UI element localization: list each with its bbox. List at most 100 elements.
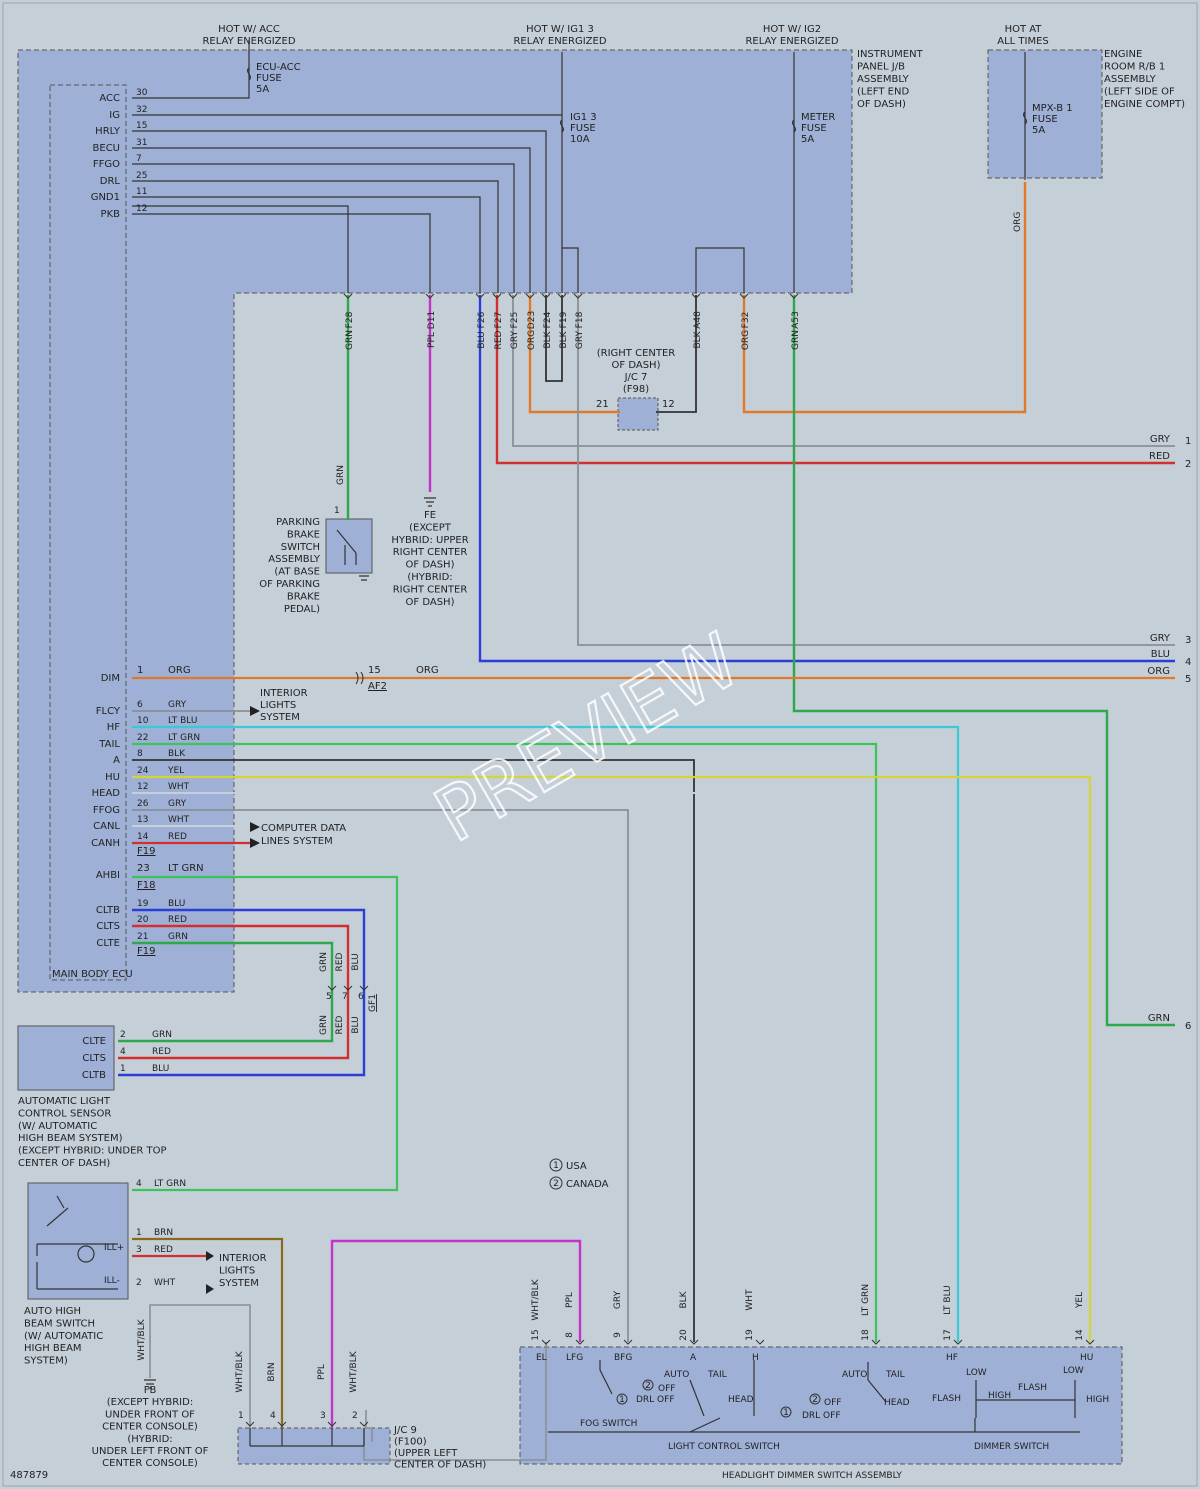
jb-conn-d23-icon: [525, 293, 535, 299]
region-circle-icon: [616, 1393, 628, 1405]
fb-line-6: CENTER CONSOLE): [102, 1458, 198, 1469]
auto-high-beam-switch-box: [27, 1182, 129, 1300]
ahb-interior-2: SYSTEM: [219, 1278, 259, 1289]
ip-jb-line-0: INSTRUMENT: [857, 49, 924, 60]
ahb-pin-num-1: 1: [136, 1228, 142, 1238]
diagram-id: 487879: [10, 1470, 48, 1481]
wire-a48-blk: [656, 295, 697, 413]
af2-connector-icon: [355, 671, 364, 685]
hds-region-num-3: 2: [812, 1395, 818, 1405]
fuse-ecu-acc-amp: 5A: [256, 84, 269, 95]
hds-pin-color-9: GRY: [613, 1290, 623, 1309]
wire-f18-gry: [577, 295, 1175, 646]
jb-conn-color-f24: BLK: [543, 330, 553, 348]
jb-connectors: F28GRND11PPLF26BLUF27REDF25GRYD23ORGF24B…: [343, 293, 801, 350]
hds-pin-name-el: EL: [536, 1353, 547, 1363]
ecu-pin-num-14: 14: [137, 832, 149, 842]
hds-pin-name-lfg: LFG: [566, 1353, 583, 1363]
hds-label-drl-off2: DRL OFF: [802, 1411, 841, 1421]
gf1-color-bot-2: BLU: [351, 1016, 361, 1033]
wire-pkb: [132, 213, 431, 293]
interior-lights-1: INTERIOR: [260, 688, 308, 699]
wire-drl: [132, 180, 499, 293]
legend-text-2: CANADA: [566, 1179, 609, 1190]
ecu-pin-num-12: 12: [136, 204, 147, 214]
hds-pin-num-9: 9: [613, 1332, 623, 1338]
pkb-line-7: PEDAL): [284, 604, 320, 615]
als-pin-color-4: RED: [152, 1047, 171, 1057]
wire-ffog-gry: [132, 809, 629, 1342]
wire-pkb2: [132, 205, 349, 293]
ecu-pin-color-a: BLK: [168, 749, 186, 759]
hds-conn-icon-14: [1085, 1339, 1095, 1345]
gf1-conn-icon-0: [327, 985, 337, 991]
jb-conn-id-f24: F24: [543, 311, 553, 328]
hds-label-auto2: AUTO: [842, 1370, 867, 1380]
region-circle-icon: [642, 1379, 654, 1391]
hds-pin-name-a: A: [690, 1353, 697, 1363]
ahb-line-1: BEAM SWITCH: [24, 1318, 95, 1329]
fuse-labels: ECU-ACC FUSE 5A IG1 3 FUSE 10A METER FUS…: [256, 62, 1073, 145]
fuse-meter-icon: [791, 119, 797, 133]
hds-pin-num-20: 20: [679, 1329, 689, 1341]
hds-pin-name-hu: HU: [1080, 1353, 1093, 1363]
hds-label-flash: FLASH: [932, 1394, 961, 1404]
fuse-mpx-amp: 5A: [1032, 125, 1045, 136]
er-rb-line-3: (LEFT SIDE OF: [1104, 87, 1175, 98]
hds-region-num-1: 2: [645, 1381, 651, 1391]
ahb-interior-0: INTERIOR: [219, 1253, 267, 1264]
right-out-num-2: 2: [1185, 459, 1191, 470]
ecu-pin-ffgo: FFGO: [93, 159, 120, 170]
ecu-pin-num-15: 15: [136, 121, 147, 131]
dim-af-id: AF2: [368, 681, 387, 692]
gf1-pin-7: 7: [342, 992, 348, 1002]
jb-conn-f28-icon: [343, 293, 353, 299]
jb-conn-color-d11: PPL: [427, 332, 437, 348]
ahb-pin-num-3: 3: [136, 1245, 142, 1255]
ahbi-wire-color: LT GRN: [168, 863, 204, 874]
hds-conn-icon-17: [953, 1339, 963, 1345]
jc9-conn-icon-0: [245, 1421, 255, 1427]
gf1-conn-icon-1: [343, 985, 353, 991]
jb-conn-id-d11: D11: [427, 311, 437, 329]
ahbi-conn: F18: [137, 880, 155, 891]
dim-pin-name: DIM: [101, 673, 120, 684]
legend-num-2: 2: [553, 1179, 559, 1189]
ecu-pin-num-31: 31: [136, 138, 147, 148]
label-hot-all2: ALL TIMES: [997, 36, 1049, 47]
parking-brake-switch-box: [325, 518, 373, 574]
ground-symbols: [144, 497, 436, 1389]
fuse-ig13-amp: 10A: [570, 134, 590, 145]
hds-pin-color-15: WHT/BLK: [531, 1278, 541, 1320]
ahb-ill-plus: ILL+: [104, 1243, 124, 1253]
jc9-conn-icon-1: [277, 1421, 287, 1427]
fuse-ecu-acc-name: ECU-ACC: [256, 62, 301, 73]
jb-conn-color-f32: ORG: [741, 330, 751, 350]
jb-conn-color-f27: RED: [494, 330, 504, 349]
arrow-ahb-red-icon: [206, 1251, 214, 1261]
jb-conn-id-f18: F18: [575, 311, 585, 328]
ahb-line-3: HIGH BEAM: [24, 1343, 82, 1354]
ahbi-pin-num: 23: [137, 863, 150, 874]
pkb-pin: 1: [334, 506, 340, 516]
right-out-num-3: 3: [1185, 635, 1191, 646]
jb-conn-id-f19: F19: [559, 311, 569, 328]
jc7-line-1: OF DASH): [612, 360, 661, 371]
fuse-ig13-icon: [559, 119, 565, 133]
wire-f24-f19-blk: [545, 295, 563, 382]
fb-wire: WHT/BLK: [137, 1318, 147, 1360]
fuse-symbols: [246, 67, 1028, 133]
jb-conn-color-f26: BLU: [477, 331, 487, 348]
fb-line-1: (EXCEPT HYBRID:: [107, 1397, 193, 1408]
jc9-pin-3: 2: [352, 1411, 358, 1421]
hds-label-high: HIGH: [988, 1391, 1011, 1401]
jb-conn-id-f26: F26: [477, 311, 487, 328]
wires: [118, 40, 1175, 1461]
jb-conn-id-f25: F25: [510, 312, 520, 329]
jb-conn-d11-icon: [425, 293, 435, 299]
